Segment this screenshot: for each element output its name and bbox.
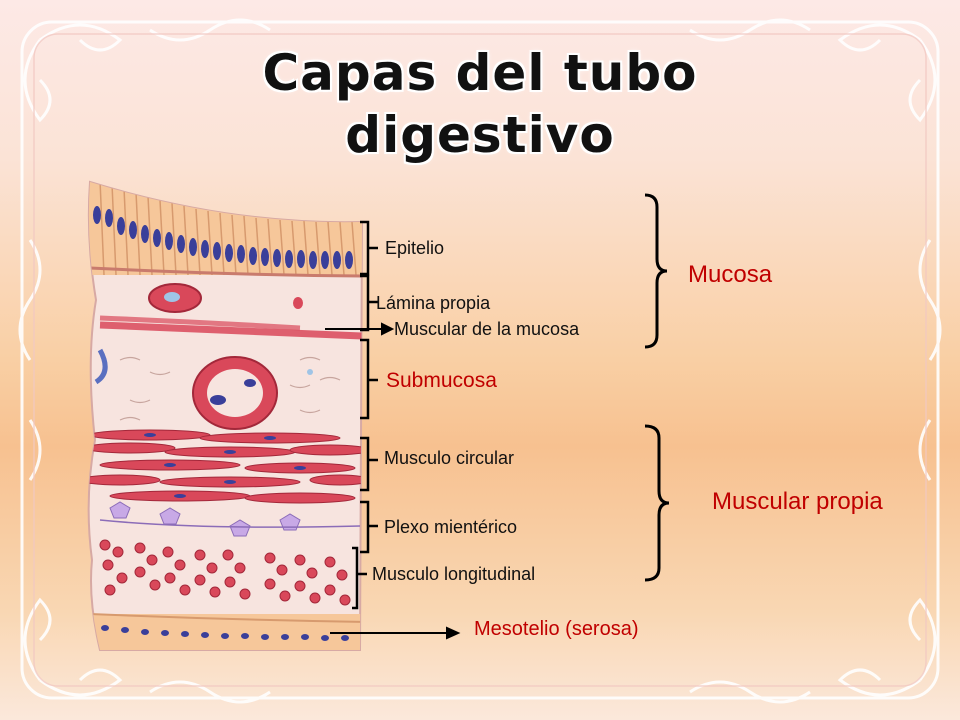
label-musculo-longitudinal: Musculo longitudinal xyxy=(372,564,536,584)
large-braces xyxy=(644,193,670,582)
mesothelium-layer xyxy=(89,613,362,650)
label-mesotelio: Mesotelio (serosa) xyxy=(474,618,639,640)
pointer-arrows xyxy=(325,322,461,640)
label-lamina-propia: Lámina propia xyxy=(376,293,491,313)
label-mucosa: Mucosa xyxy=(688,261,773,288)
longitudinal-muscle-layer xyxy=(99,539,351,606)
label-submucosa: Submucosa xyxy=(386,369,497,392)
page-title: Capas del tubo digestivo xyxy=(262,44,698,164)
small-brackets xyxy=(352,220,378,610)
submucosa-layer xyxy=(94,348,341,430)
label-musculo-circular: Musculo circular xyxy=(384,448,515,468)
epithelium-layer xyxy=(88,182,362,278)
label-muscular-propia: Muscular propia xyxy=(712,488,883,515)
label-muscular-mucosa: Muscular de la mucosa xyxy=(394,319,580,339)
lamina-propia-layer xyxy=(99,283,362,340)
label-epitelio: Epitelio xyxy=(385,238,445,258)
label-plexo-mienterico: Plexo mientérico xyxy=(384,517,518,537)
myenteric-plexus-layer xyxy=(99,501,361,537)
